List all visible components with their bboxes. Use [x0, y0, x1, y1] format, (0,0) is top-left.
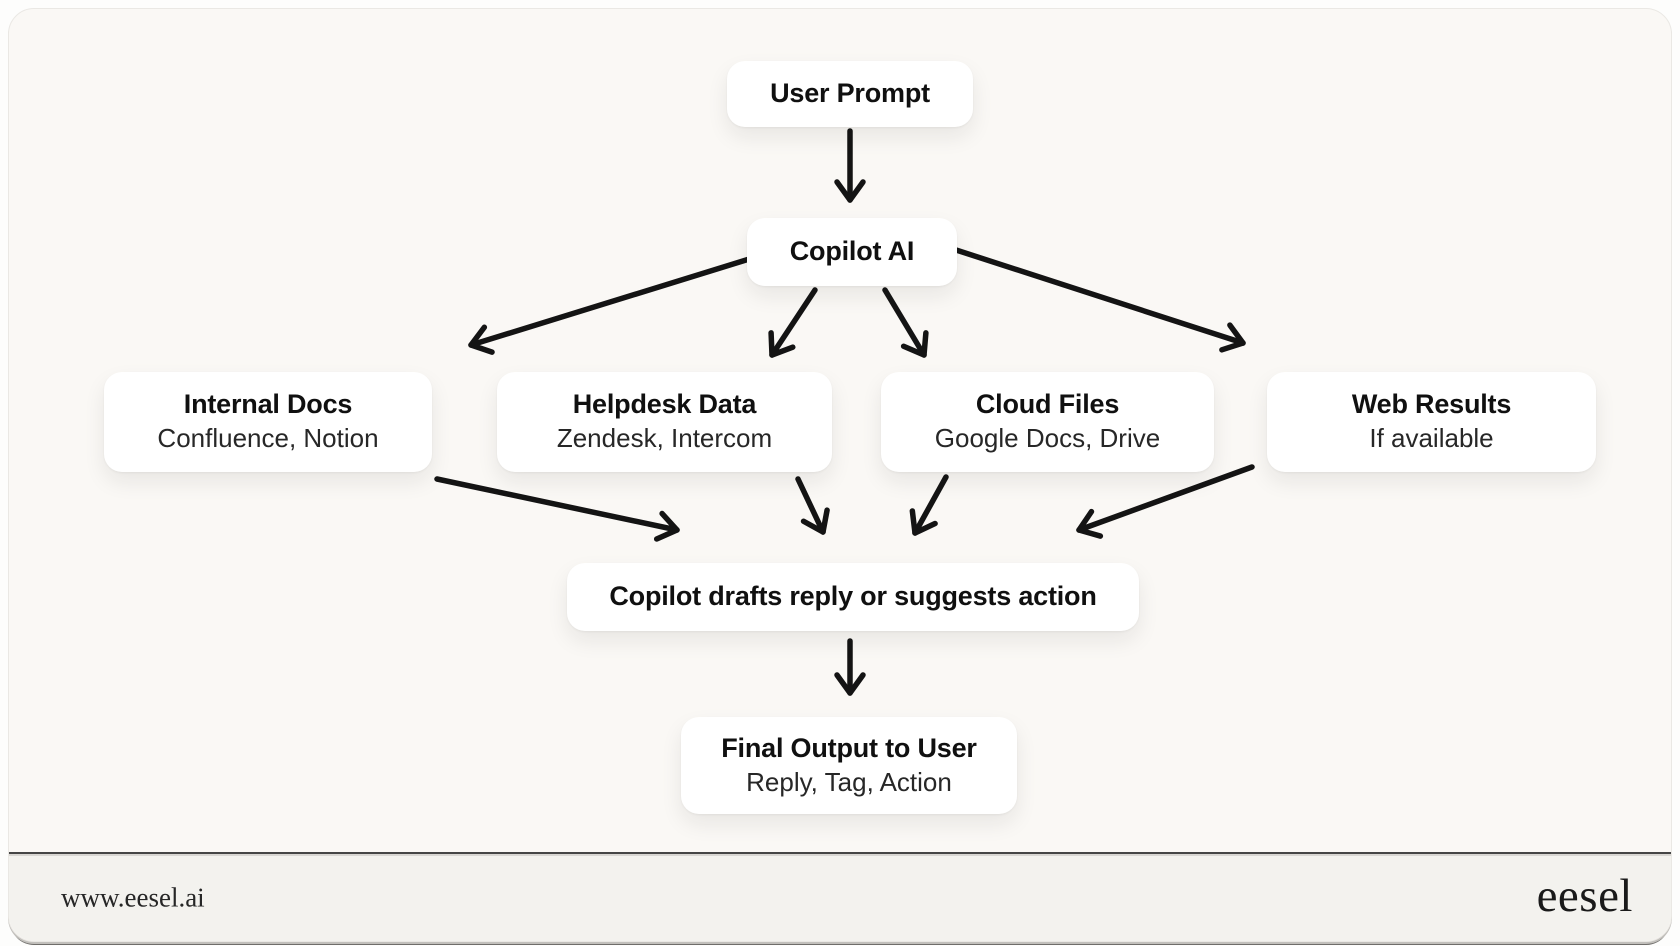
node-subtitle: If available: [1369, 423, 1494, 454]
flow-arrow-copilot-ai-to-helpdesk-data: [768, 287, 818, 358]
flow-arrow-cloud-files-to-copilot-drafts: [909, 474, 949, 536]
flow-arrow-helpdesk-data-to-copilot-drafts: [795, 476, 830, 535]
node-title: Copilot AI: [789, 236, 915, 267]
node-subtitle: Google Docs, Drive: [934, 423, 1161, 454]
node-copilot-ai: Copilot AI: [747, 218, 957, 286]
node-copilot-drafts: Copilot drafts reply or suggests action: [567, 563, 1139, 631]
flow-arrow-copilot-ai-to-web-results: [950, 246, 1246, 353]
node-internal-docs: Internal Docs Confluence, Notion: [104, 372, 432, 472]
node-title: Internal Docs: [183, 389, 353, 420]
eesel-logo: eesel: [1536, 869, 1633, 922]
footer-bar: www.eesel.ai eesel: [9, 852, 1671, 941]
flow-arrow-copilot-ai-to-internal-docs: [468, 253, 762, 355]
node-cloud-files: Cloud Files Google Docs, Drive: [881, 372, 1214, 472]
node-subtitle: Reply, Tag, Action: [746, 766, 952, 797]
node-title: User Prompt: [770, 78, 930, 109]
flow-arrow-web-results-to-copilot-drafts: [1076, 464, 1255, 539]
node-helpdesk-data: Helpdesk Data Zendesk, Intercom: [497, 372, 832, 472]
node-title: Web Results: [1351, 389, 1512, 420]
flow-arrow-copilot-ai-to-cloud-files: [882, 287, 929, 358]
node-web-results: Web Results If available: [1267, 372, 1596, 472]
node-title: Copilot drafts reply or suggests action: [609, 581, 1097, 612]
node-user-prompt: User Prompt: [727, 61, 973, 127]
flow-arrow-internal-docs-to-copilot-drafts: [434, 476, 680, 542]
node-final-output: Final Output to User Reply, Tag, Action: [681, 717, 1017, 814]
node-title: Cloud Files: [975, 389, 1120, 420]
node-title: Helpdesk Data: [572, 389, 757, 420]
diagram-card: User Prompt Copilot AI Internal Docs Con…: [8, 8, 1672, 942]
node-title: Final Output to User: [721, 732, 977, 763]
footer-url: www.eesel.ai: [61, 882, 205, 912]
node-subtitle: Zendesk, Intercom: [556, 423, 773, 454]
node-subtitle: Confluence, Notion: [157, 423, 379, 454]
